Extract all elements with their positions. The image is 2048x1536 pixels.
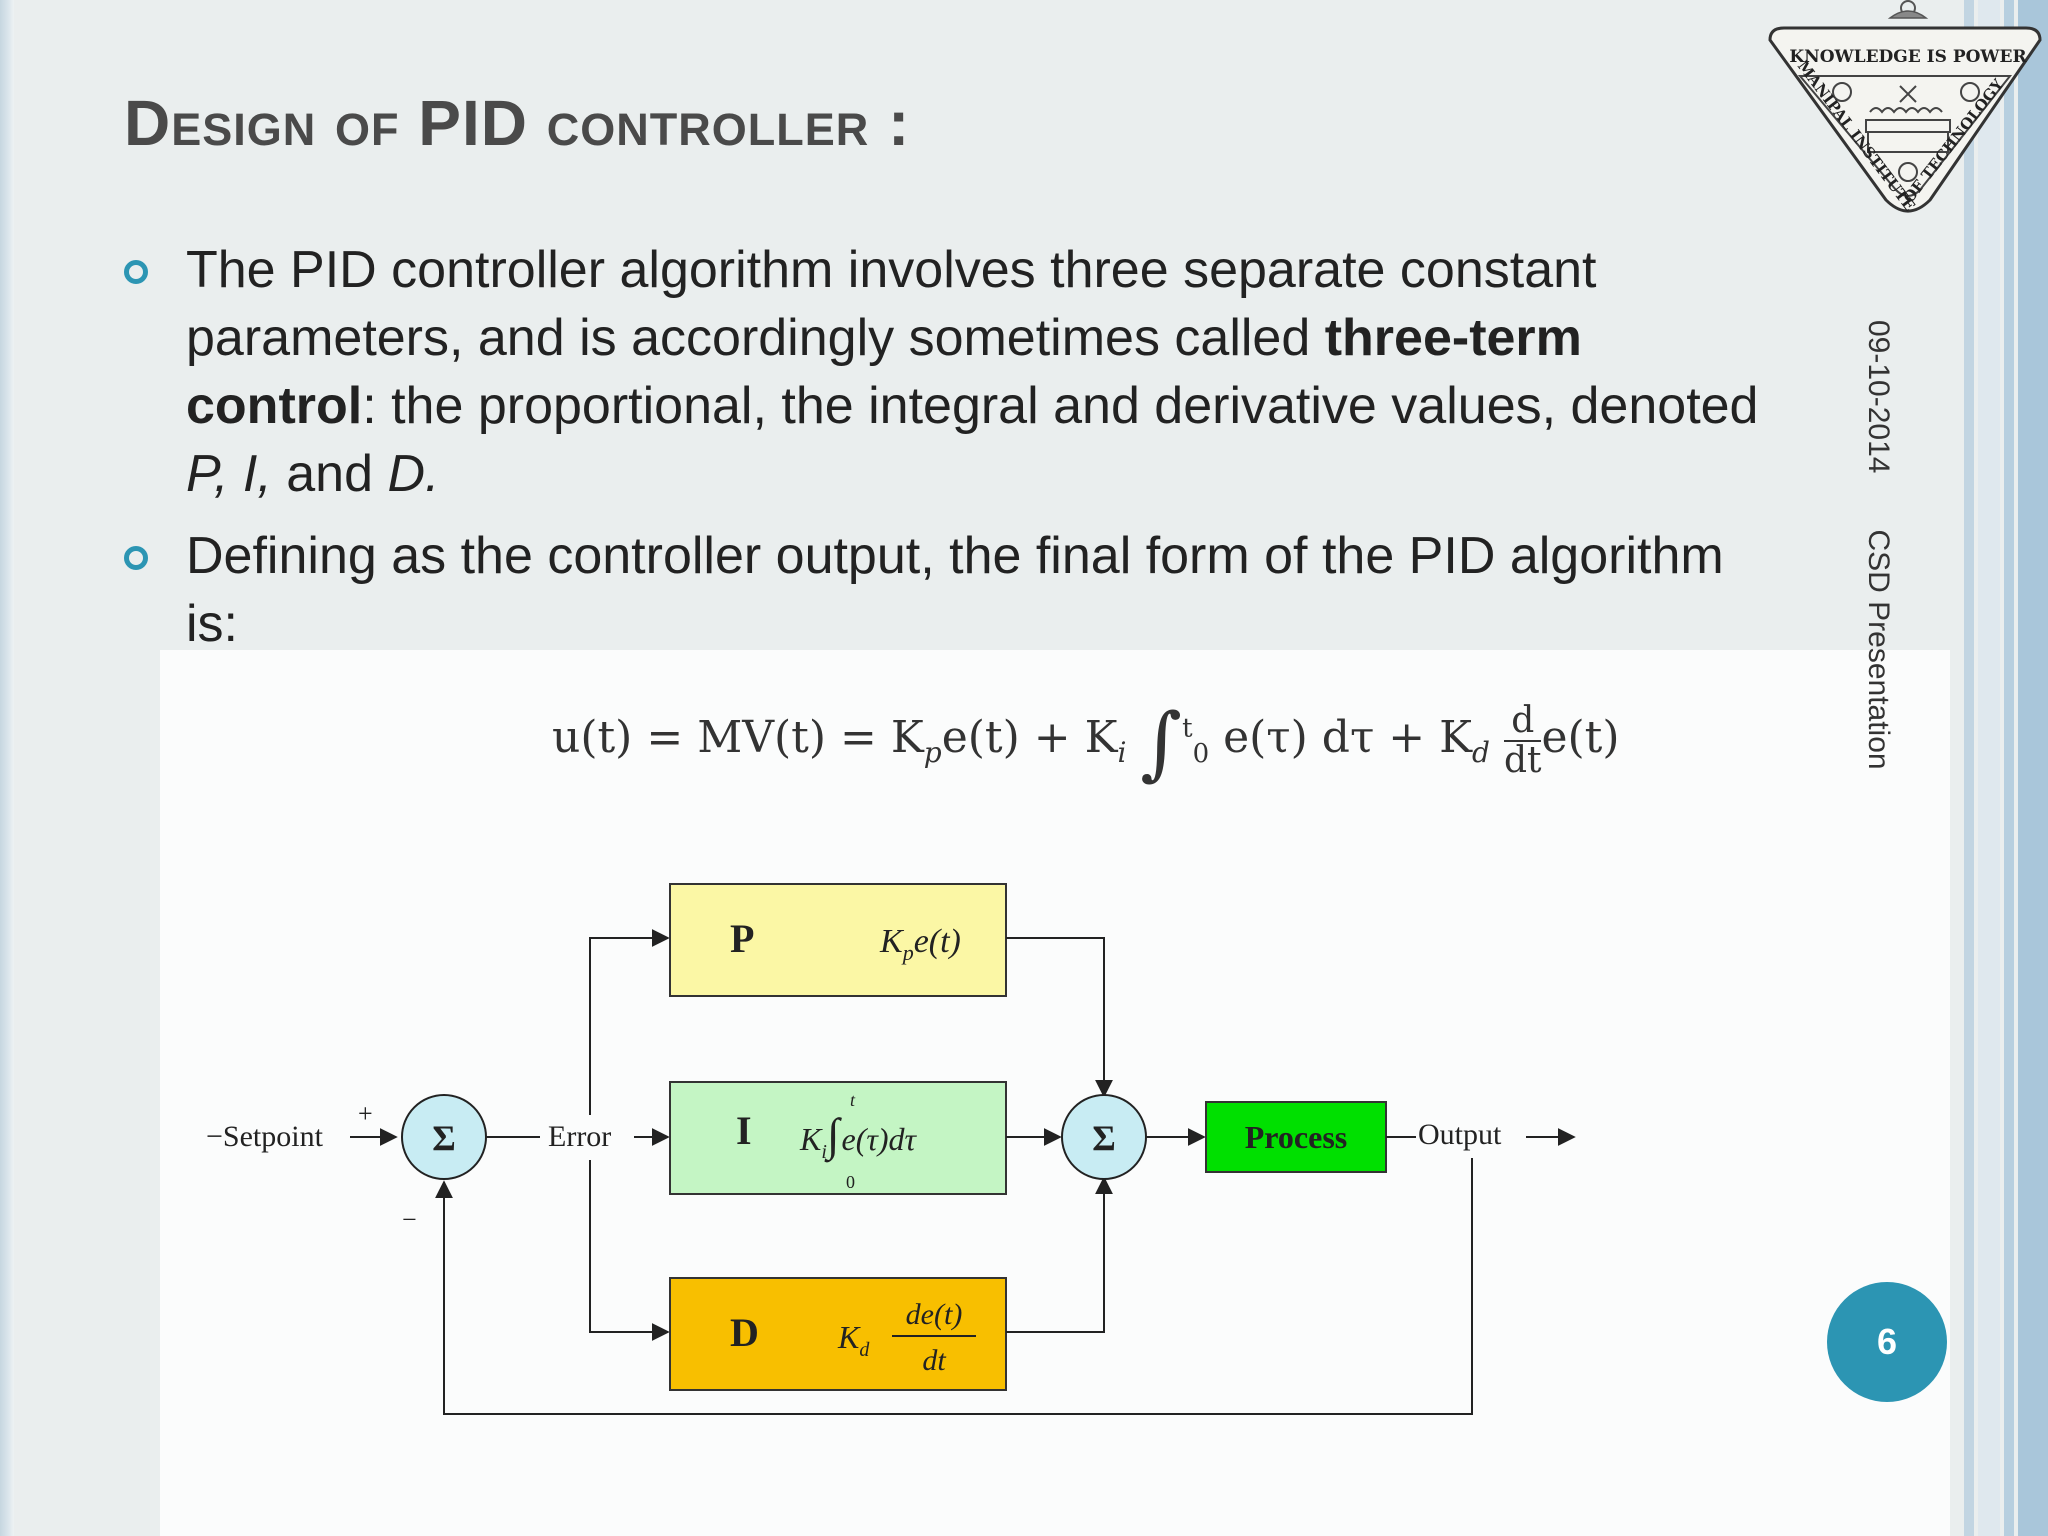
p-formula: Kpe(t) <box>879 923 961 965</box>
p-block <box>669 883 1007 997</box>
bullet-text: Defining as the controller output, the f… <box>186 527 1724 653</box>
bullet-text: The PID controller algorithm involves th… <box>186 241 1759 503</box>
d-gain: Kd <box>837 1319 870 1361</box>
error-label: Error <box>548 1120 611 1153</box>
minus-sign: − <box>402 1205 417 1234</box>
bullet-icon <box>124 260 148 284</box>
process-label: Process <box>1245 1119 1347 1155</box>
i-letter: I <box>736 1108 752 1153</box>
bullet-icon <box>124 546 148 570</box>
svg-text:KNOWLEDGE IS POWER: KNOWLEDGE IS POWER <box>1789 47 2027 67</box>
d-numerator: de(t) <box>906 1298 963 1331</box>
i-block <box>669 1081 1007 1195</box>
left-border <box>0 0 14 1536</box>
sum-symbol: Σ <box>1092 1118 1116 1158</box>
d-denominator: dt <box>922 1344 946 1377</box>
d-letter: D <box>730 1310 759 1355</box>
institute-logo: KNOWLEDGE IS POWER MANIPAL INSTITUTE OF … <box>1768 0 2042 214</box>
plus-sign: + <box>358 1099 373 1128</box>
setpoint-label: −Setpoint <box>206 1120 324 1153</box>
pid-block-diagram: −Setpoint + − Σ Error P Kpe(t) I Ki∫e(τ)… <box>206 883 1576 1415</box>
side-footer: 09-10-2014CSD Presentation <box>1862 320 1895 770</box>
i-upper-limit: t <box>850 1090 856 1110</box>
i-formula: Ki∫e(τ)dτ <box>799 1109 917 1163</box>
slide-number-badge: 6 <box>1827 1282 1947 1402</box>
sum-symbol: Σ <box>432 1118 456 1158</box>
p-letter: P <box>730 916 754 961</box>
slide-title: Design of PID controller : <box>124 87 911 159</box>
right-border <box>1964 0 2048 1536</box>
bullet-defining: Defining as the controller output, the f… <box>124 522 1764 658</box>
slide-sheet <box>160 650 1950 1536</box>
output-label: Output <box>1418 1118 1502 1151</box>
pid-formula: u(t) = MV(t) = Kpe(t) + Ki ∫t0 e(τ) dτ +… <box>552 696 1620 789</box>
d-block <box>669 1277 1007 1391</box>
bullet-three-term: The PID controller algorithm involves th… <box>124 236 1764 508</box>
process-block <box>1205 1101 1387 1173</box>
i-lower-limit: 0 <box>846 1172 855 1192</box>
